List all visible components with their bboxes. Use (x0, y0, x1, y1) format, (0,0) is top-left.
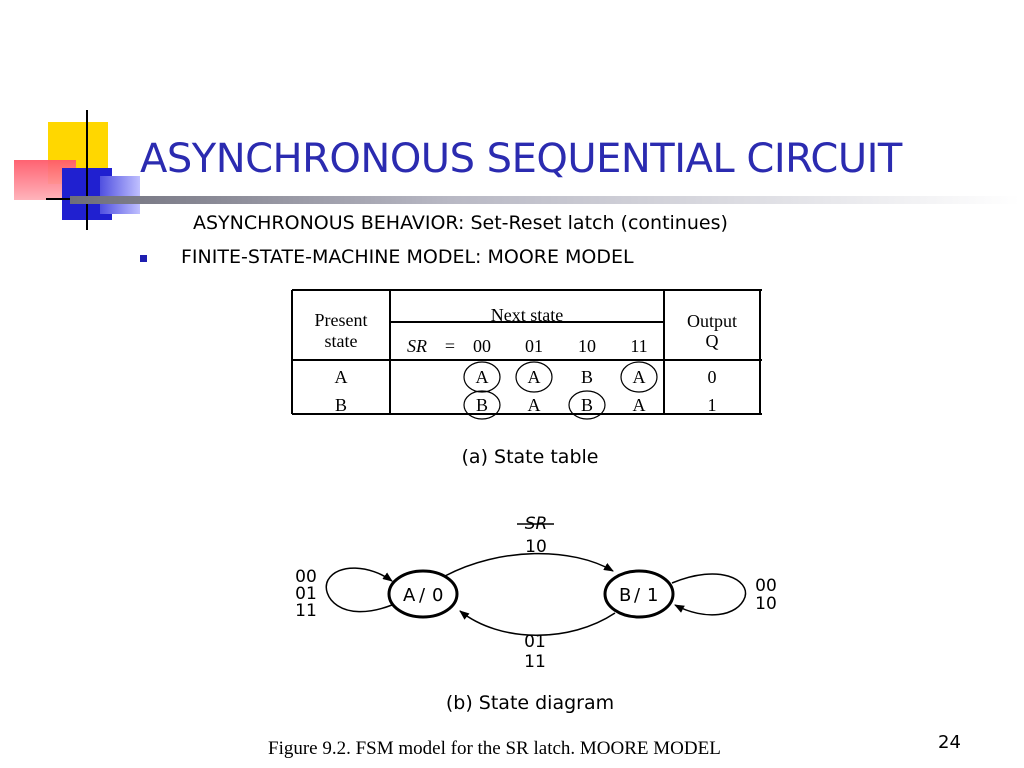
row-a-next-00: A (476, 367, 489, 387)
header-output: Output (687, 311, 737, 331)
figure-caption: Figure 9.2. FSM model for the SR latch. … (268, 738, 721, 759)
a-loop-input-11: 11 (295, 601, 317, 621)
bullet-icon (140, 255, 147, 262)
slide-subtitle: ASYNCHRONOUS BEHAVIOR: Set-Reset latch (… (193, 212, 728, 234)
row-a-state: A (335, 367, 348, 387)
row-b-output: 1 (708, 395, 717, 415)
header-sr-01: 01 (525, 336, 543, 356)
header-equals: = (445, 336, 455, 356)
header-sr-10: 10 (578, 336, 596, 356)
row-b-next-10: B (581, 395, 593, 415)
header-sr-00: 00 (473, 336, 491, 356)
header-sr-symbol: SR (407, 336, 427, 356)
b-to-a-input-11: 11 (524, 652, 546, 672)
row-a-next-11: A (633, 367, 646, 387)
state-b-node (603, 569, 675, 619)
arrow-a-to-b (444, 552, 614, 577)
arrow-b-to-a (459, 610, 616, 636)
state-diagram: SR A / 0 B / 1 10 01 11 00 01 11 00 10 (295, 514, 777, 672)
state-a-node (387, 569, 459, 619)
header-state: state (325, 331, 358, 351)
state-b-output: 1 (647, 585, 658, 606)
a-loop-input-01: 01 (295, 584, 317, 604)
state-table-caption: (a) State table (461, 446, 599, 468)
a-to-b-input-10: 10 (525, 537, 547, 557)
row-a-output: 0 (708, 367, 717, 387)
self-loop-b (671, 573, 747, 616)
row-b-next-11: A (633, 395, 646, 415)
self-loop-a (325, 567, 393, 613)
header-output-q: Q (706, 331, 719, 351)
state-b-sep: / (634, 585, 641, 606)
header-next-state: Next state (491, 305, 563, 325)
row-b-next-01: A (528, 395, 541, 415)
slide-title: ASYNCHRONOUS SEQUENTIAL CIRCUIT (140, 136, 902, 182)
a-loop-input-00: 00 (295, 567, 317, 587)
state-b-name: B (619, 585, 631, 606)
bullet-text: FINITE-STATE-MACHINE MODEL: MOORE MODEL (181, 246, 634, 268)
b-loop-input-00: 00 (755, 576, 777, 596)
b-to-a-input-01: 01 (524, 632, 546, 652)
stable-circle-a-11 (620, 361, 658, 393)
header-sr-11: 11 (630, 336, 647, 356)
row-b-state: B (335, 395, 347, 415)
header-present: Present (315, 310, 368, 330)
b-loop-input-10: 10 (755, 594, 777, 614)
row-b-next-00: B (476, 395, 488, 415)
state-a-output: 0 (432, 585, 443, 606)
logo-blue-fade (100, 176, 140, 214)
row-a-next-10: B (581, 367, 593, 387)
stable-circle-a-00 (463, 361, 501, 393)
stable-circle-a-01 (515, 361, 553, 393)
stable-circle-b-10 (568, 390, 606, 420)
state-table: Present state Next state Output Q SR = 0… (291, 289, 762, 420)
logo-vertical-line (86, 110, 88, 230)
title-underline (70, 196, 1020, 204)
state-a-name: A (403, 585, 416, 606)
page-number: 24 (938, 732, 961, 753)
row-a-next-01: A (528, 367, 541, 387)
state-a-sep: / (419, 585, 426, 606)
stable-circle-b-00 (463, 390, 501, 420)
state-diagram-caption: (b) State diagram (445, 692, 615, 714)
